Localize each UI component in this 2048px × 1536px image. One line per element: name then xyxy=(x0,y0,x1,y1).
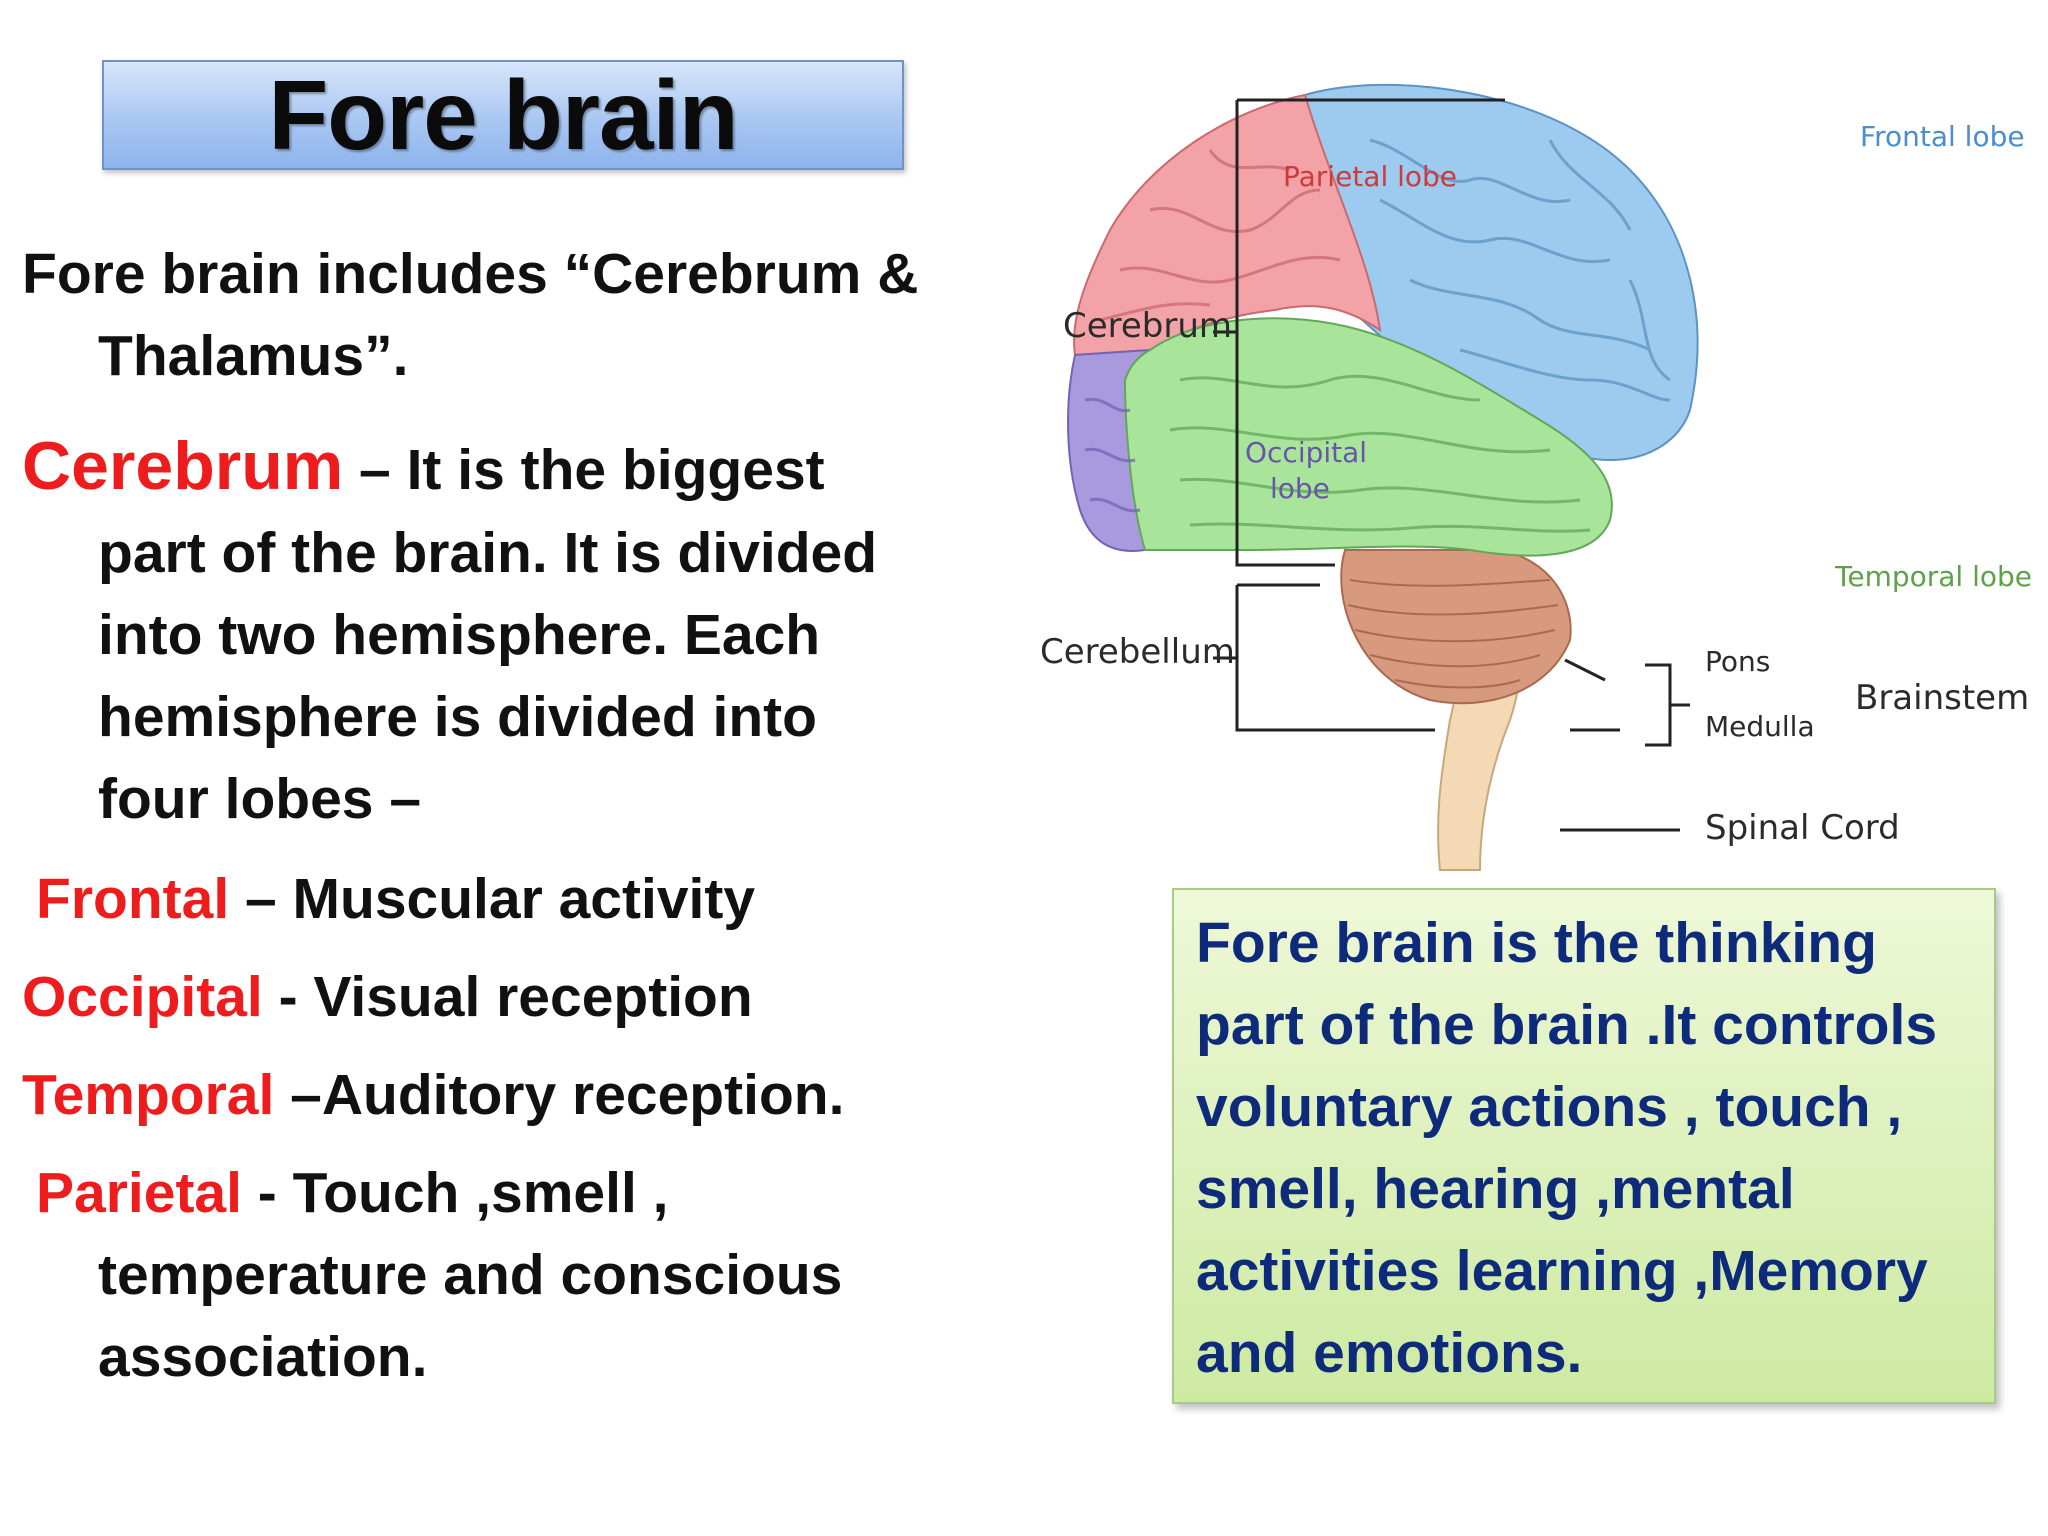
title-box: Fore brain xyxy=(102,60,904,170)
slide-title: Fore brain xyxy=(268,59,738,170)
lobe-desc: - Visual reception xyxy=(262,965,753,1029)
intro-line-1: Fore brain includes “Cerebrum & xyxy=(22,242,919,306)
label-occipital-2: lobe xyxy=(1270,472,1330,505)
cerebellum-shape xyxy=(1340,549,1572,705)
label-medulla: Medulla xyxy=(1705,710,1815,743)
callout-line-4: smell, hearing ,mental xyxy=(1196,1157,1795,1221)
brain-illustration xyxy=(1067,83,1699,871)
lobe-occipital: Occipital - Visual reception xyxy=(22,956,753,1038)
label-cerebellum: Cerebellum xyxy=(1040,632,1235,672)
label-brainstem: Brainstem xyxy=(1855,678,2030,718)
cerebrum-line-3: into two hemisphere. Each xyxy=(98,603,821,667)
label-occipital-1: Occipital xyxy=(1245,436,1368,469)
cerebrum-line-2: part of the brain. It is divided xyxy=(98,521,878,585)
lobe-term: Frontal xyxy=(36,867,230,931)
cerebrum-line-4: hemisphere is divided into xyxy=(98,685,817,749)
callout-line-2: part of the brain .It controls xyxy=(1196,993,1938,1057)
cerebrum-line-1: Cerebrum – It is the biggest xyxy=(22,425,825,511)
lobe-term: Parietal xyxy=(36,1161,242,1225)
parietal-cont-2: association. xyxy=(98,1325,428,1389)
cerebrum-term: Cerebrum xyxy=(22,428,344,504)
temporal-lobe-shape xyxy=(1123,317,1613,557)
lobe-desc: - Touch ,smell , xyxy=(241,1161,669,1225)
brain-diagram: Parietal lobe Frontal lobe Cerebrum Occi… xyxy=(1030,80,2032,880)
callout-line-3: voluntary actions , touch , xyxy=(1196,1075,1903,1139)
callout-line-5: activities learning ,Memory xyxy=(1196,1239,1928,1303)
lobe-term: Occipital xyxy=(22,965,263,1029)
lobe-temporal: Temporal –Auditory reception. xyxy=(22,1054,844,1136)
cerebrum-line-5: four lobes – xyxy=(98,767,422,831)
summary-callout: Fore brain is the thinking part of the b… xyxy=(1172,888,1996,1404)
lobe-desc: – Muscular activity xyxy=(229,867,756,931)
callout-line-1: Fore brain is the thinking xyxy=(1196,911,1877,975)
cerebrum-line-1-rest: – It is the biggest xyxy=(343,438,825,502)
lobe-desc: –Auditory reception. xyxy=(274,1063,845,1127)
label-parietal: Parietal lobe xyxy=(1283,160,1458,193)
label-spinal-cord: Spinal Cord xyxy=(1705,808,1900,848)
label-frontal: Frontal lobe xyxy=(1860,120,2025,153)
intro-line-2: Thalamus”. xyxy=(98,324,409,388)
lobe-frontal: Frontal – Muscular activity xyxy=(36,858,755,940)
lobe-parietal: Parietal - Touch ,smell , xyxy=(36,1152,668,1234)
lobe-term: Temporal xyxy=(22,1063,275,1127)
label-pons: Pons xyxy=(1705,645,1771,678)
callout-line-6: and emotions. xyxy=(1196,1321,1583,1385)
parietal-cont-1: temperature and conscious xyxy=(98,1243,843,1307)
label-cerebrum: Cerebrum xyxy=(1063,306,1233,346)
label-temporal: Temporal lobe xyxy=(1835,560,2033,593)
